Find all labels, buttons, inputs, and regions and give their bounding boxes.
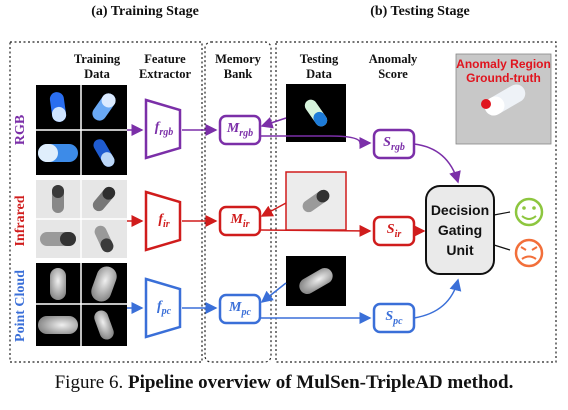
memory-bank-box: [204, 41, 272, 363]
rgb-testing-image: [286, 84, 346, 142]
rgb-memory-bank: [218, 114, 262, 146]
infrared-training-images: [36, 180, 127, 258]
testing-stage-box: [275, 41, 557, 363]
point-cloud-training-images: [36, 263, 127, 346]
rgb-bank-label: Mrgb: [226, 121, 254, 139]
angry-face-icon: [514, 238, 544, 268]
ir-memory-bank: [218, 205, 262, 237]
training-stage-box: [9, 41, 203, 363]
training-stage-title: (a) Training Stage: [91, 4, 199, 19]
decision-gating-unit: [425, 185, 495, 275]
ir-score-label: Sir: [386, 222, 402, 240]
rgb-score-label: Srgb: [383, 135, 405, 153]
ir-testing-image: [285, 171, 347, 231]
ir-extractor-label: fir: [158, 212, 170, 230]
rgb-feature-extractor: [144, 98, 182, 160]
ir-feature-extractor: [144, 190, 182, 252]
rgb-training-images: [36, 85, 127, 175]
ir-bank-label: Mir: [230, 212, 250, 230]
smiley-face-icon: [514, 197, 544, 227]
rgb-side-label: RGB: [13, 114, 28, 146]
pc-feature-extractor: [144, 277, 182, 339]
rgb-extractor-label: frgb: [154, 120, 174, 138]
pc-memory-bank: [218, 293, 262, 325]
point-cloud-side-label: Point Cloud: [13, 270, 28, 342]
figure-caption: Figure 6. Pipeline overview of MulSen-Tr…: [54, 372, 514, 393]
pc-testing-image: [286, 256, 346, 306]
testing-stage-title: (b) Testing Stage: [370, 4, 470, 19]
infrared-side-label: Infrared: [13, 195, 28, 247]
pc-extractor-label: fpc: [156, 299, 172, 317]
pc-bank-label: Mpc: [229, 300, 251, 318]
pc-score-label: Spc: [385, 309, 403, 327]
